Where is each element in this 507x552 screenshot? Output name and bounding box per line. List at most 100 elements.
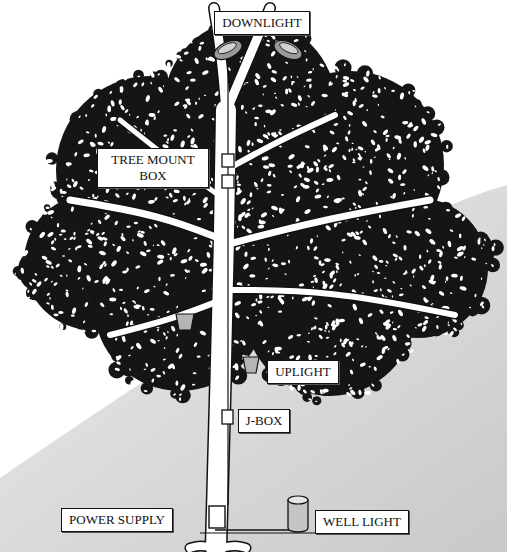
leaf-gap — [354, 274, 356, 277]
leaf-gap — [411, 268, 417, 274]
leaf-gap — [53, 282, 58, 287]
leaf-gap — [350, 79, 355, 83]
leaf-gap — [266, 295, 270, 298]
leaf-gap — [169, 194, 171, 196]
leaf-cluster — [388, 141, 398, 151]
leaf-gap — [148, 200, 155, 205]
leaf-gap — [408, 91, 410, 95]
leaf-gap — [403, 245, 406, 251]
leaf-cluster — [321, 299, 332, 310]
leaf-gap — [258, 320, 264, 327]
label-text: WELL LIGHT — [323, 514, 401, 530]
leaf-gap — [45, 206, 49, 209]
leaf-gap — [173, 189, 180, 193]
leaf-cluster — [182, 65, 193, 76]
leaf-gap — [358, 103, 364, 108]
leaf-cluster — [185, 364, 201, 380]
leaf-gap — [418, 265, 424, 271]
leaf-cluster — [366, 360, 378, 372]
leaf-gap — [160, 240, 166, 247]
leaf-gap — [173, 393, 177, 396]
leaf-gap — [444, 158, 449, 162]
leaf-cluster — [342, 146, 352, 156]
leaf-gap — [254, 78, 260, 86]
leaf-gap — [62, 255, 65, 257]
leaf-gap — [104, 278, 111, 285]
leaf-gap — [119, 99, 122, 105]
leaf-gap — [180, 140, 186, 148]
leaf-gap — [65, 291, 69, 297]
branch-outline — [190, 546, 214, 548]
leaf-gap — [29, 227, 32, 230]
leaf-gap — [428, 279, 436, 285]
leaf-gap — [132, 300, 136, 303]
leaf-gap — [404, 157, 406, 160]
leaf-gap — [102, 279, 105, 284]
leaf-cluster — [299, 177, 310, 188]
leaf-gap — [357, 145, 364, 151]
leaf-gap — [491, 246, 494, 251]
leaf-gap — [132, 82, 138, 88]
leaf-gap — [352, 161, 355, 163]
leaf-gap — [31, 278, 37, 283]
leaf-gap — [110, 260, 117, 268]
leaf-gap — [264, 125, 266, 128]
leaf-gap — [326, 195, 329, 198]
leaf-cluster — [377, 309, 387, 319]
leaf-gap — [367, 225, 371, 229]
leaf-gap — [316, 167, 320, 173]
leaf-gap — [431, 166, 435, 172]
leaf-cluster — [191, 37, 208, 54]
leaf-gap — [27, 289, 30, 293]
leaf-cluster — [390, 249, 404, 263]
leaf-gap — [349, 369, 354, 375]
leaf-gap — [308, 71, 313, 74]
leaf-gap — [266, 62, 272, 69]
leaf-gap — [172, 213, 175, 215]
leaf-cluster — [470, 293, 481, 304]
leaf-gap — [267, 184, 272, 187]
leaf-gap — [148, 225, 152, 229]
label-text: UPLIGHT — [275, 364, 331, 380]
leaf-gap — [153, 223, 158, 228]
leaf-gap — [374, 264, 379, 270]
leaf-gap — [333, 199, 340, 204]
leaf-gap — [380, 115, 385, 119]
leaf-gap — [78, 115, 81, 118]
leaf-gap — [262, 85, 266, 88]
wire — [227, 70, 228, 505]
leaf-gap — [132, 239, 134, 242]
leaf-cluster — [419, 284, 427, 292]
leaf-cluster — [306, 80, 319, 93]
leaf-gap — [125, 321, 129, 326]
leaf-gap — [303, 185, 310, 189]
leaf-gap — [354, 235, 361, 240]
label-box: POWER SUPPLY — [61, 508, 173, 532]
leaf-gap — [357, 189, 362, 197]
leaf-gap — [145, 363, 149, 368]
leaf-gap — [417, 323, 423, 328]
leaf-gap — [272, 263, 279, 267]
leaf-cluster — [391, 281, 398, 288]
leaf-gap — [71, 307, 76, 315]
leaf-gap — [424, 228, 432, 235]
leaf-gap — [471, 257, 477, 261]
leaf-gap — [345, 351, 352, 357]
leaf-cluster — [270, 343, 282, 355]
leaf-gap — [174, 54, 181, 59]
leaf-cluster — [150, 379, 156, 385]
leaf-gap — [315, 400, 318, 402]
leaf-cluster — [322, 74, 337, 89]
leaf-cluster — [287, 153, 297, 163]
leaf-gap — [270, 76, 277, 83]
leaf-gap — [385, 138, 388, 142]
leaf-gap — [437, 123, 441, 126]
leaf-cluster — [69, 234, 78, 243]
leaf-gap — [409, 284, 412, 287]
label-box: DOWNLIGHT — [214, 11, 309, 35]
leaf-gap — [254, 72, 261, 80]
leaf-gap — [166, 310, 170, 313]
leaf-cluster — [372, 367, 378, 373]
leaf-cluster — [258, 101, 267, 110]
leaf-gap — [49, 297, 51, 300]
